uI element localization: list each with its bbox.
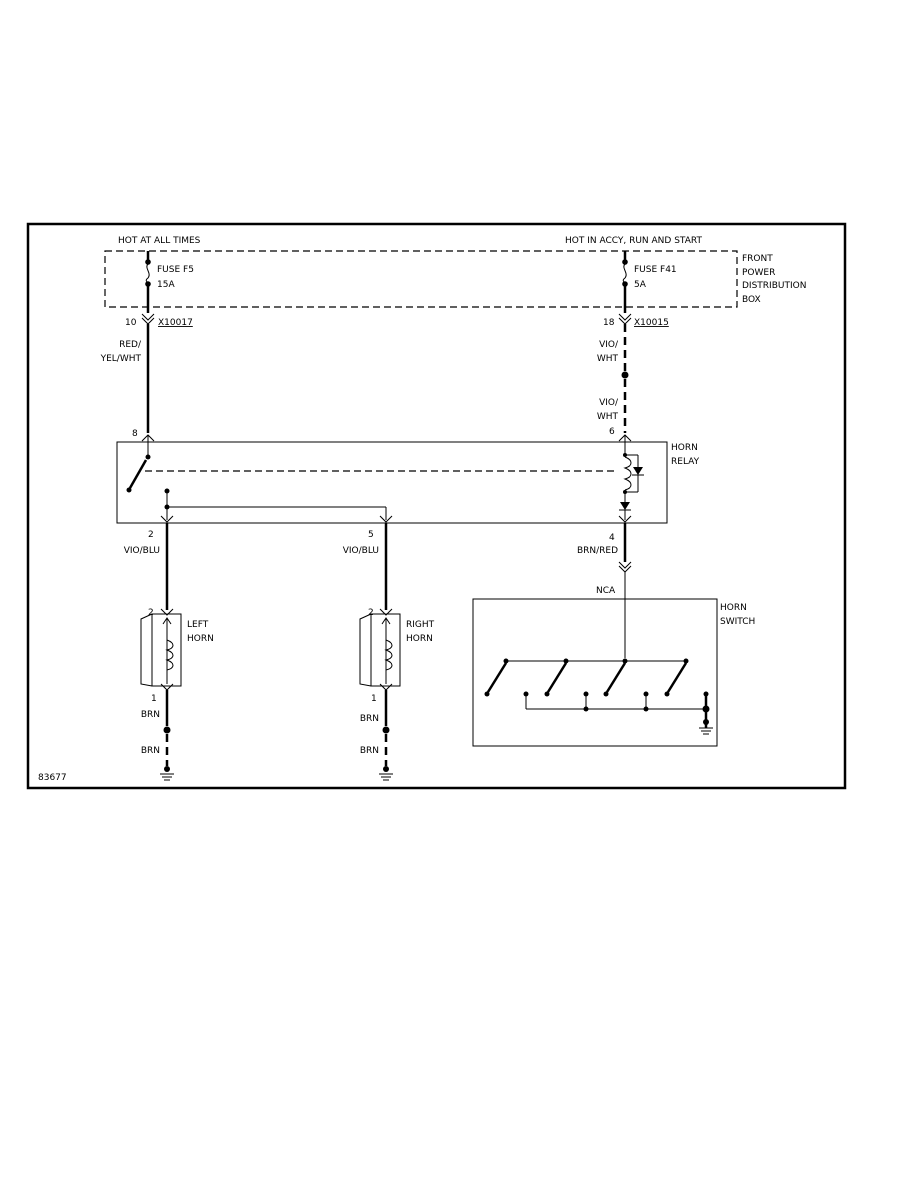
svg-text:RIGHT: RIGHT: [406, 620, 435, 630]
svg-text:HORN: HORN: [671, 443, 698, 453]
pin-10-label: 10: [125, 318, 137, 328]
power-distribution-box-label: FRONT POWER DISTRIBUTION BOX: [742, 254, 806, 305]
svg-text:FRONT: FRONT: [742, 254, 773, 264]
wire-brn-left-label-upper: BRN: [141, 710, 160, 720]
diagram-frame: [26, 222, 847, 790]
right-horn-label: RIGHT HORN: [406, 620, 435, 644]
left-ground-icon: [160, 766, 174, 781]
fuse-f5: [145, 251, 151, 307]
relay-suppression-diode: [625, 454, 644, 493]
left-horn-pin-1-label: 1: [151, 694, 157, 704]
wire-brn-right-label-lower: BRN: [360, 746, 379, 756]
splice-brn-right: [382, 726, 390, 734]
power-distribution-box: [104, 250, 738, 308]
svg-text:HORN: HORN: [187, 634, 214, 644]
horn-switch-label: HORN SWITCH: [720, 603, 755, 627]
hot-in-accy-label: HOT IN ACCY, RUN AND START: [565, 236, 702, 246]
relay-switch-contact: [126, 459, 148, 493]
svg-text:RED/: RED/: [119, 340, 142, 350]
left-horn: [140, 608, 182, 691]
left-horn-label: LEFT HORN: [187, 620, 214, 644]
svg-text:VIO/: VIO/: [599, 398, 619, 408]
svg-text:POWER: POWER: [742, 268, 775, 278]
connector-x10015: [618, 307, 632, 325]
splice-brn-left: [163, 726, 171, 734]
svg-text:YEL/WHT: YEL/WHT: [100, 354, 142, 364]
svg-text:WHT: WHT: [597, 354, 619, 364]
fuse-f41-label: FUSE F41: [634, 265, 677, 275]
horn-relay-label: HORN RELAY: [671, 443, 700, 467]
svg-text:RELAY: RELAY: [671, 457, 700, 467]
fuse-f41: [622, 251, 628, 307]
relay-common-bus: [160, 488, 393, 523]
svg-text:HORN: HORN: [406, 634, 433, 644]
relay-pin-8-connector: [141, 434, 155, 460]
svg-text:DISTRIBUTION: DISTRIBUTION: [742, 281, 806, 291]
fuse-f5-label: FUSE F5: [157, 265, 194, 275]
relay-output-diode: [618, 492, 632, 523]
nca-label: NCA: [596, 586, 616, 596]
pin-2-label: 2: [148, 530, 154, 540]
hot-at-all-times-label: HOT AT ALL TIMES: [118, 236, 201, 246]
fuse-f41-rating: 5A: [634, 280, 647, 290]
figure-id: 83677: [38, 773, 67, 783]
svg-text:HORN: HORN: [720, 603, 747, 613]
relay-pin-6-connector: [618, 434, 632, 455]
right-ground-icon: [379, 766, 393, 781]
horn-switch-contacts: [484, 658, 710, 728]
wire-red-yel-wht-label: RED/ YEL/WHT: [100, 340, 142, 364]
svg-text:SWITCH: SWITCH: [720, 617, 755, 627]
pin-4-label: 4: [609, 533, 615, 543]
svg-text:WHT: WHT: [597, 412, 619, 422]
splice-vio-wht: [621, 371, 629, 379]
pin-8-label: 8: [132, 429, 138, 439]
pin-6-label: 6: [609, 427, 615, 437]
left-horn-pin-2-label: 2: [148, 608, 154, 618]
wire-brn-right-label-upper: BRN: [360, 714, 379, 724]
fuse-f5-rating: 15A: [157, 280, 175, 290]
connector-x10017-label: X10017: [158, 318, 193, 328]
pin-5-label: 5: [368, 530, 374, 540]
svg-text:LEFT: LEFT: [187, 620, 209, 630]
connector-x10015-label: X10015: [634, 318, 669, 328]
wire-brn-left-label-lower: BRN: [141, 746, 160, 756]
wire-brn-red-label: BRN/RED: [577, 546, 618, 556]
horn-relay-box: [116, 441, 668, 524]
wire-vio-blu-left-label: VIO/BLU: [124, 546, 160, 556]
right-horn: [359, 608, 401, 691]
wire-vio-blu-right-label: VIO/BLU: [343, 546, 379, 556]
relay-coil: [623, 453, 632, 494]
wire-vio-wht-label-lower: VIO/ WHT: [597, 398, 619, 422]
pin-18-label: 18: [603, 318, 615, 328]
wire-vio-wht-label-upper: VIO/ WHT: [597, 340, 619, 364]
right-horn-pin-1-label: 1: [371, 694, 377, 704]
svg-text:BOX: BOX: [742, 295, 761, 305]
connector-nca: [618, 561, 632, 658]
horn-switch-box: [472, 598, 718, 747]
svg-text:VIO/: VIO/: [599, 340, 619, 350]
right-horn-pin-2-label: 2: [368, 608, 374, 618]
connector-x10017: [141, 307, 155, 325]
horn-switch-ground-icon: [699, 719, 713, 735]
